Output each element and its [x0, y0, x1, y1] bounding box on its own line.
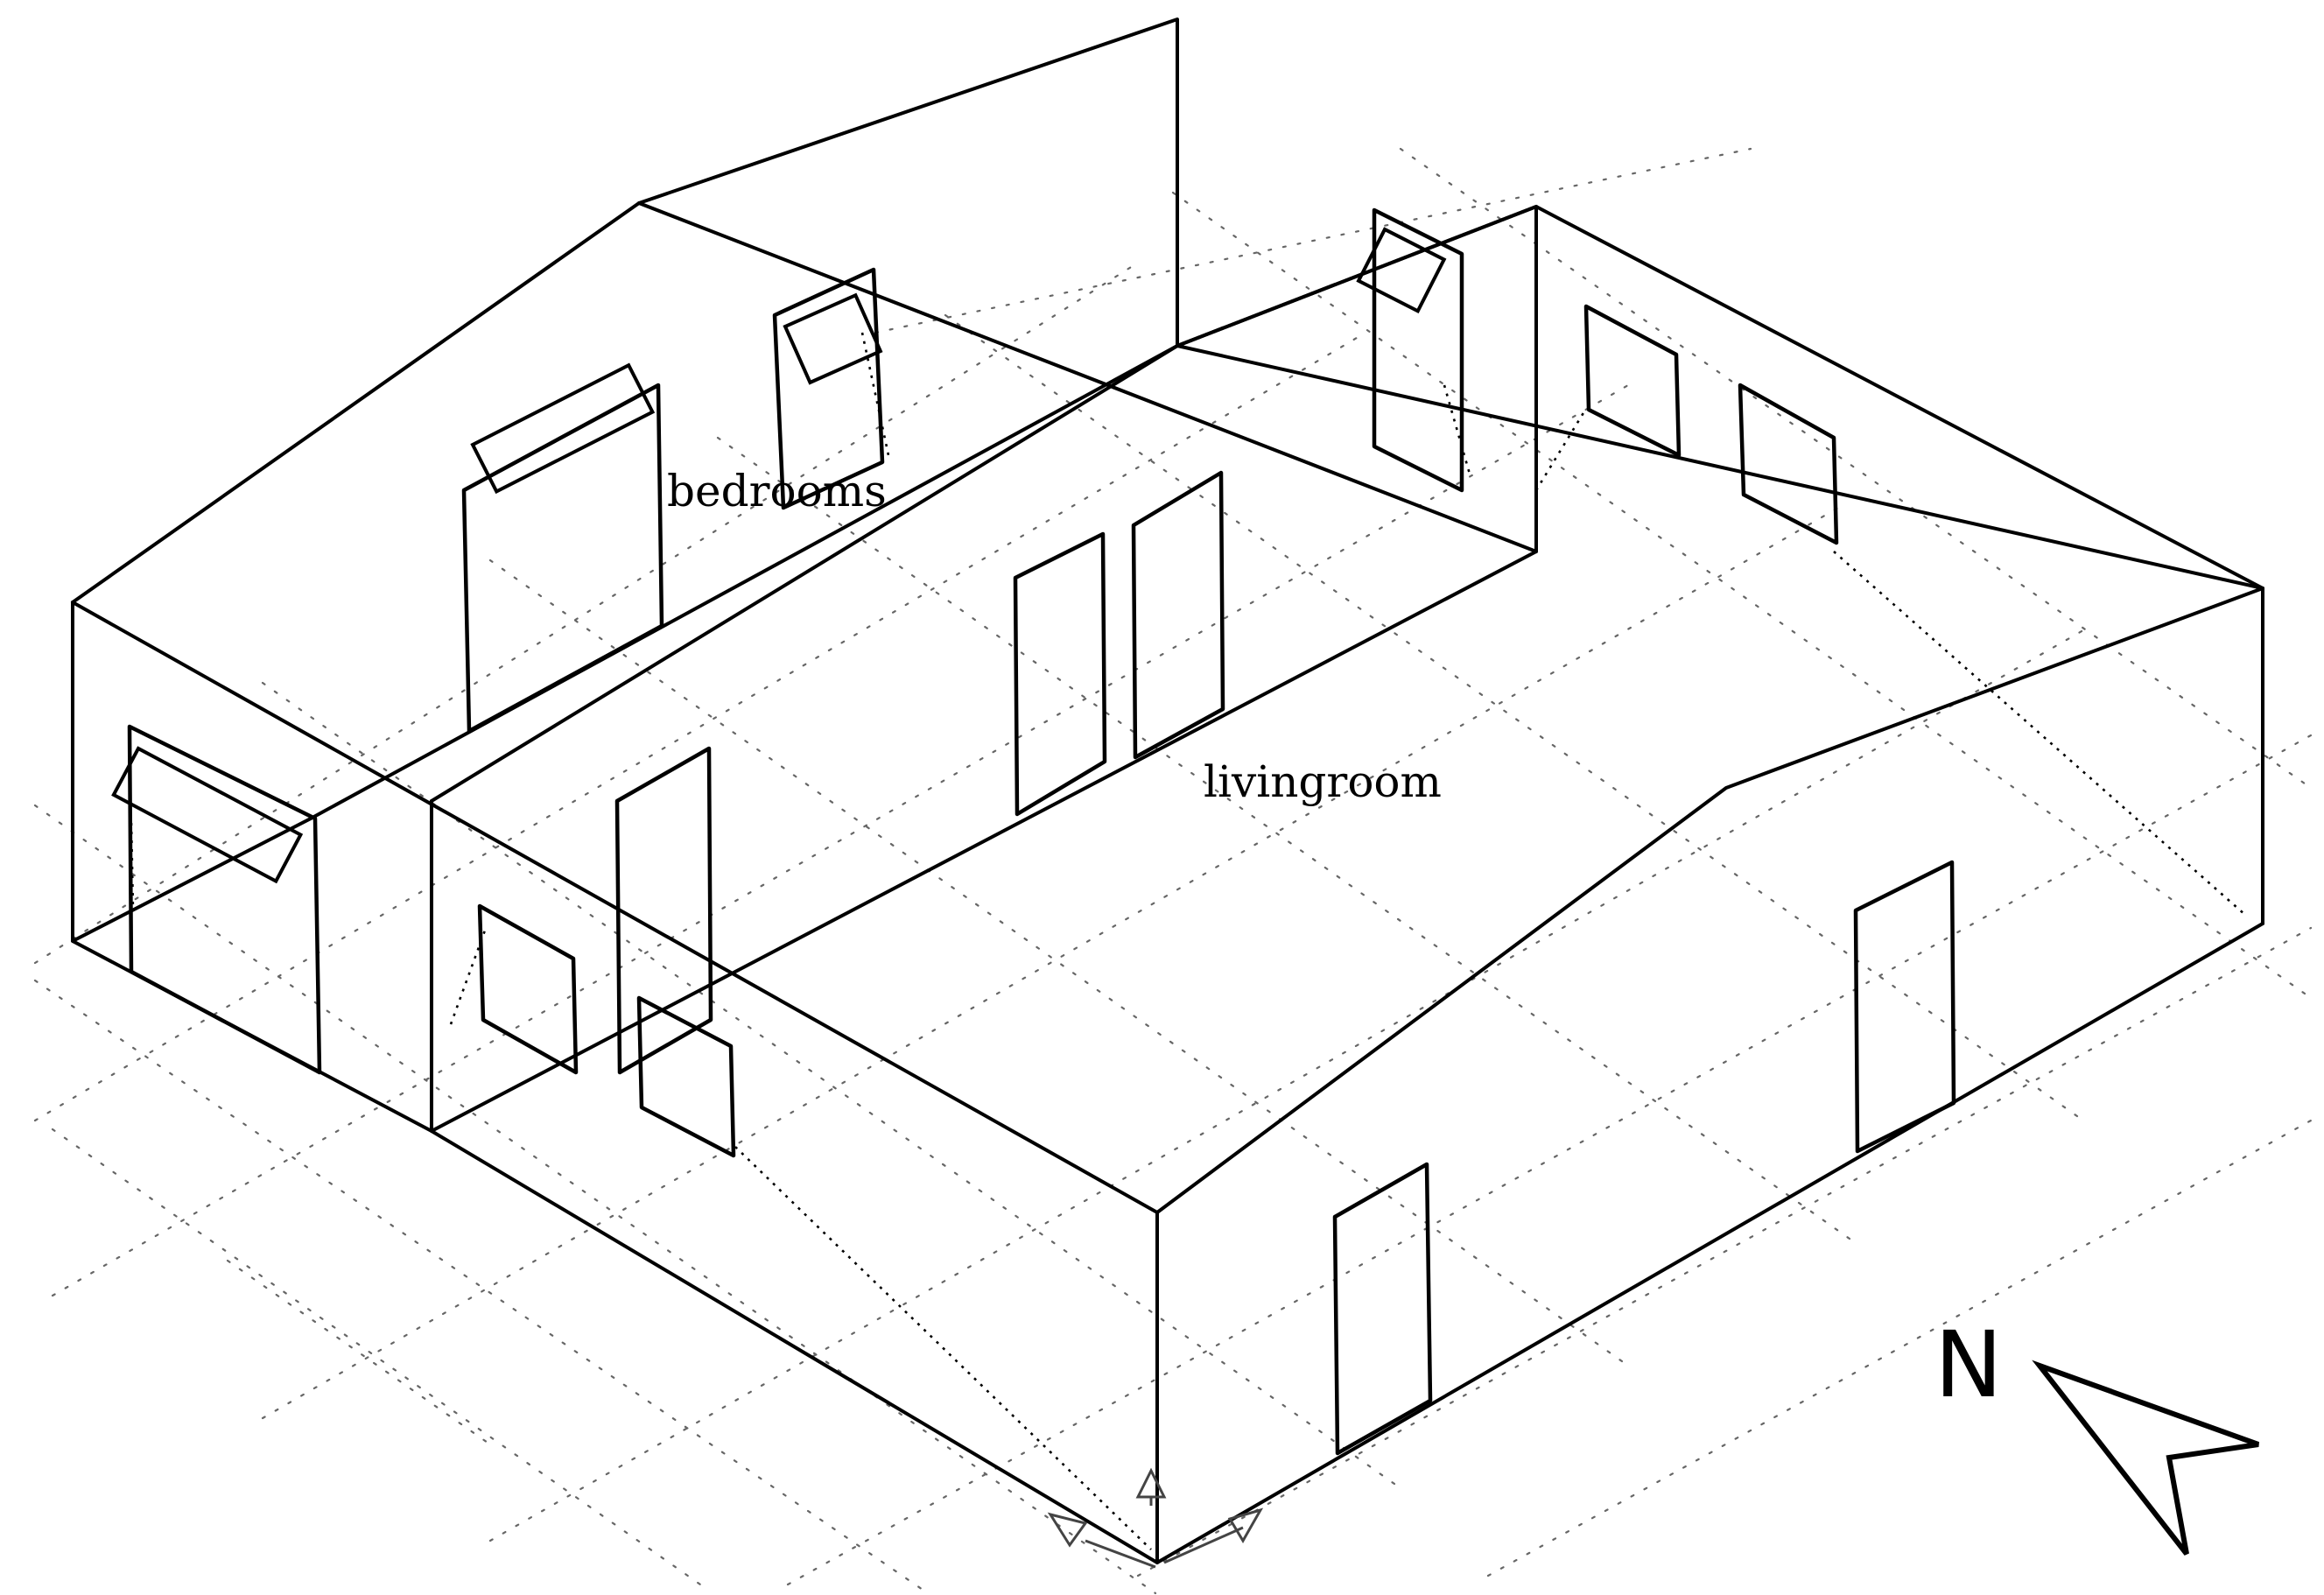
room-label-bedrooms: bedrooms	[667, 466, 887, 516]
door-corridor-right	[1372, 207, 1464, 493]
door-bedroom-small	[772, 267, 885, 510]
door-front-right-2	[1853, 860, 1956, 1154]
walls	[71, 18, 2264, 1564]
window-front-left-1	[477, 903, 579, 1075]
north-indicator: N	[1934, 1311, 2260, 1556]
door-front-right-1	[1332, 1162, 1433, 1456]
north-letter: N	[1934, 1311, 2003, 1418]
door-bedroom-small-glass	[783, 292, 883, 385]
door-interior-3	[1131, 470, 1225, 760]
ground-grid	[33, 147, 2313, 1595]
door-interior-2	[1013, 531, 1107, 817]
door-left-garage-glass	[111, 746, 304, 884]
ucs-axes-icon	[1047, 1467, 1264, 1569]
door-bedroom-large	[461, 383, 664, 734]
door-bedroom-large-glass	[470, 362, 656, 495]
window-front-left-2	[636, 995, 736, 1158]
door-left-garage	[127, 724, 322, 1075]
door-corridor-right-glass	[1356, 227, 1447, 313]
windows	[477, 304, 1839, 1158]
door-interior-1	[614, 746, 713, 1075]
window-back-right-2	[1738, 383, 1839, 545]
room-label-livingroom: livingroom	[1204, 756, 1442, 807]
window-back-right-1	[1583, 304, 1682, 458]
north-arrow-icon	[2032, 1360, 2260, 1556]
doors	[111, 207, 1956, 1456]
